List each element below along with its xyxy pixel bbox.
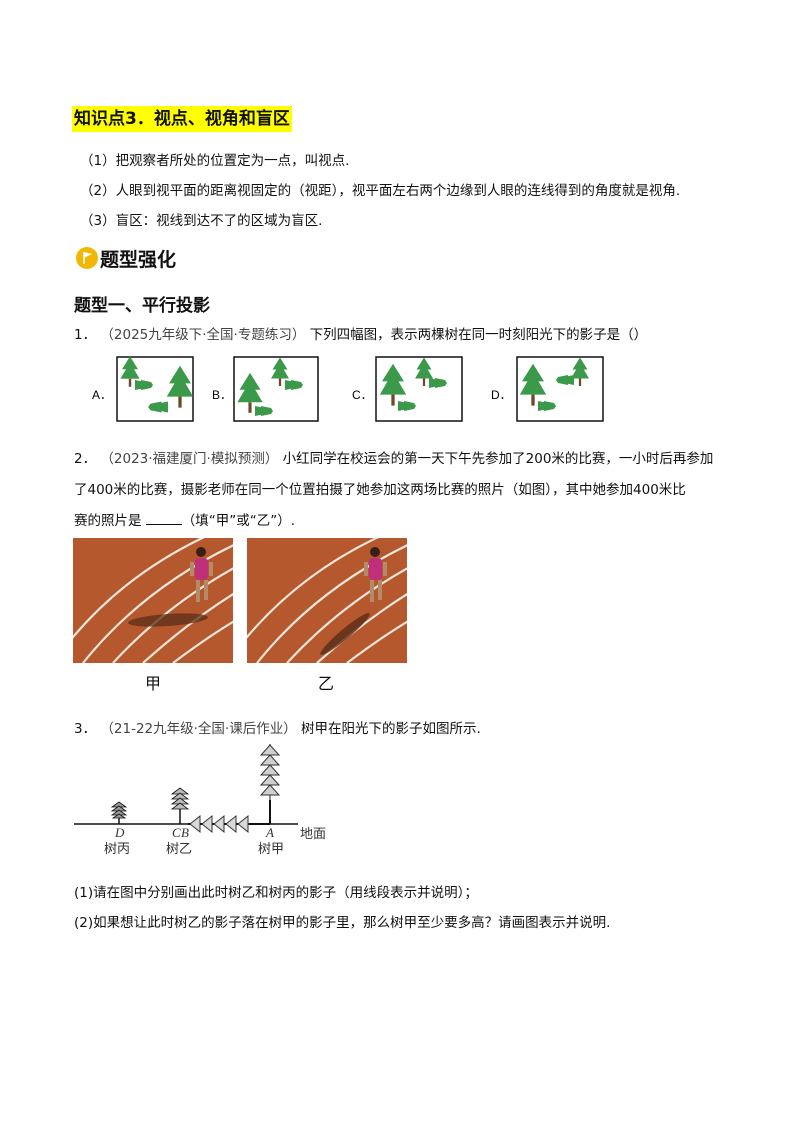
tree-jia-shadow (188, 815, 270, 833)
knowledge-item-2: （2）人眼到视平面的距离视固定的（视距），视平面左右两个边缘到人眼的连线得到的角… (80, 183, 681, 199)
type-title: 题型一、平行投影 (74, 296, 210, 316)
knowledge-item-3: （3）盲区：视线到达不了的区域为盲区. (80, 213, 323, 229)
runner (364, 547, 387, 602)
tree-bing (110, 801, 128, 824)
section-heading: 题型强化 (76, 243, 176, 273)
question-2: 2． （2023·福建厦门·模拟预测） 小红同学在校运会的第一天下午先参加了20… (74, 448, 713, 470)
question-number: 2． (74, 451, 97, 467)
question-text: 树甲在阳光下的影子如图所示. (301, 721, 481, 737)
tree-label-bing: 树丙 (104, 842, 130, 857)
flag-icon (76, 247, 98, 269)
section-title: 题型强化 (100, 248, 177, 271)
question-number: 3． (74, 721, 97, 737)
question-3-sub2: (2)如果想让此时树乙的影子落在树甲的影子里，那么树甲至少要多高？请画图表示并说… (74, 915, 611, 931)
question-text-line3b: （填“甲”或“乙”）. (181, 513, 296, 529)
question-text-line3a: 赛的照片是 (74, 513, 146, 529)
runner (190, 547, 213, 602)
photo-yi (247, 538, 407, 663)
point-a: A (265, 825, 274, 840)
option-b-picture (233, 356, 319, 422)
point-b: B (181, 825, 189, 840)
point-c: C (172, 825, 181, 840)
answer-blank (145, 510, 182, 525)
question-3-figure: D C B A 地面 树丙 树乙 树甲 (74, 744, 326, 857)
question-3-sub1: (1)请在图中分别画出此时树乙和树丙的影子（用线段表示并说明）； (74, 885, 478, 901)
question-source: （21-22九年级·全国·课后作业） (100, 721, 297, 737)
tree-label-yi: 树乙 (166, 842, 192, 857)
tree-yi (170, 787, 190, 824)
point-d: D (114, 825, 125, 840)
knowledge-title: 知识点3．视点、视角和盲区 (72, 106, 292, 132)
caption-jia: 甲 (145, 674, 162, 693)
tree-label-jia: 树甲 (258, 842, 284, 857)
question-1: 1． （2025九年级下·全国·专题练习） 下列四幅图，表示两棵树在同一时刻阳光… (74, 324, 647, 346)
caption-yi: 乙 (318, 674, 335, 693)
knowledge-item-1: （1）把观察者所处的位置定为一点，叫视点. (80, 153, 350, 169)
ground-label: 地面 (300, 827, 326, 842)
option-a-picture (116, 356, 194, 422)
question-3: 3． （21-22九年级·全国·课后作业） 树甲在阳光下的影子如图所示. (74, 718, 481, 740)
option-b-label: B． (212, 388, 232, 402)
option-a-label: A． (92, 388, 112, 402)
option-d-picture (516, 356, 604, 422)
question-1-options-figure: A． B． C． D． (92, 356, 604, 422)
question-2-line2: 了400米的比赛，摄影老师在同一个位置拍摄了她参加这两场比赛的照片（如图），其中… (74, 482, 686, 498)
question-2-line3: 赛的照片是 （填“甲”或“乙”）. (74, 510, 295, 532)
question-text-line1: 小红同学在校运会的第一天下午先参加了200米的比赛，一小时后再参加 (282, 451, 714, 467)
tree-jia (260, 744, 280, 824)
question-text: 下列四幅图，表示两棵树在同一时刻阳光下的影子是（） (309, 327, 648, 343)
option-d-label: D． (491, 388, 512, 402)
question-source: （2023·福建厦门·模拟预测） (100, 451, 279, 467)
question-number: 1． (74, 327, 97, 343)
option-c-label: C． (352, 388, 373, 402)
question-source: （2025九年级下·全国·专题练习） (100, 327, 306, 343)
photo-jia (73, 538, 233, 663)
option-c-picture (375, 356, 463, 422)
